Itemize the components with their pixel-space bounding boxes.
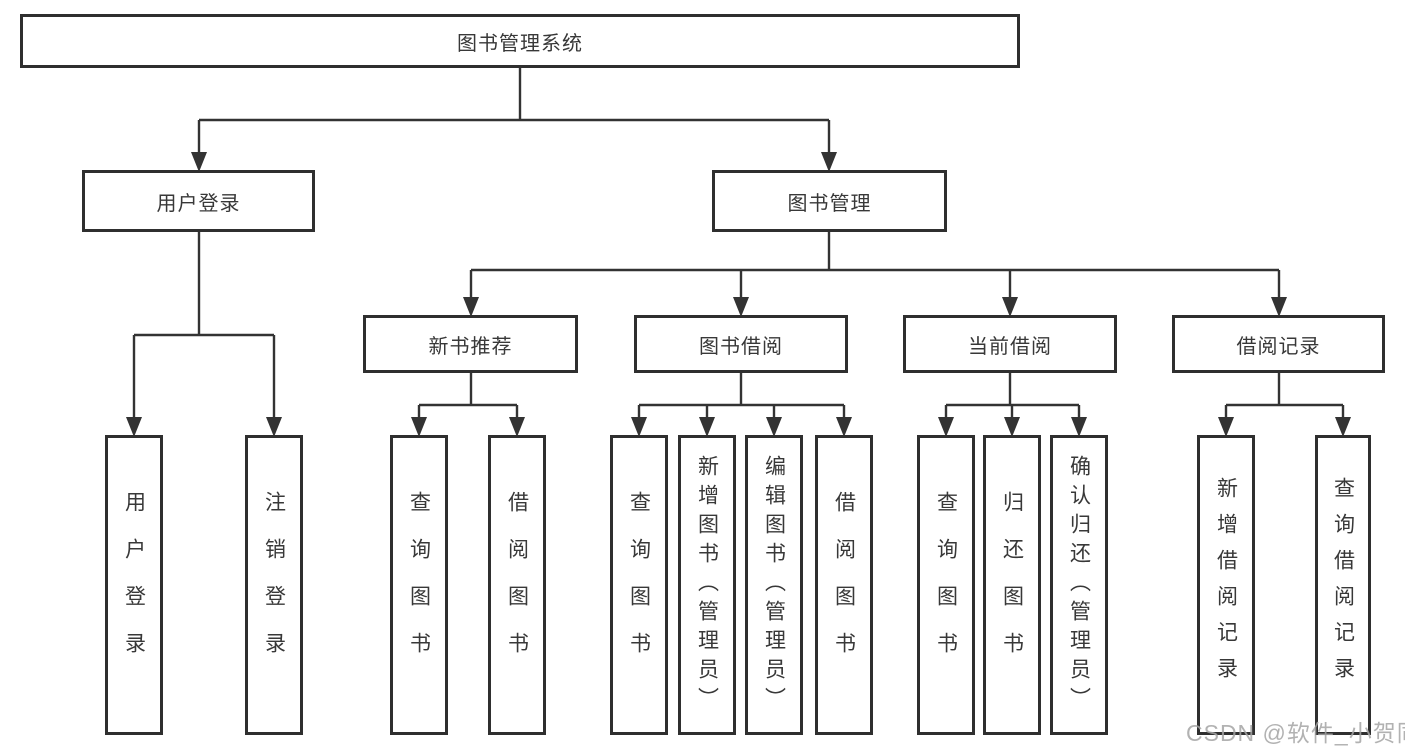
arrowhead-icon [1002,297,1018,317]
leaf-return-books: 归还图书 [983,435,1041,735]
leaf-label: 查询图书 [407,491,431,679]
branch-book-borrow [631,373,852,437]
leaf-query-books-2: 查询图书 [610,435,668,735]
node-label: 图书借阅 [699,335,783,358]
leaf-label: 查询图书 [627,491,651,679]
leaf-add-borrow-record: 新增借阅记录 [1197,435,1255,735]
node-label: 用户登录 [156,192,241,215]
node-user-login: 用户登录 [82,170,315,232]
node-system-root: 图书管理系统 [20,14,1020,68]
leaf-label: 注销登录 [262,491,286,679]
leaf-query-borrow-record: 查询借阅记录 [1315,435,1371,735]
arrowhead-icon [836,417,852,437]
branch-root [191,68,837,172]
leaf-user-login: 用户登录 [105,435,163,735]
arrowhead-icon [463,297,479,317]
branch-current-borrow [938,373,1087,437]
leaf-confirm-return-admin: 确认归还（管理员） [1050,435,1108,735]
arrowhead-icon [126,417,142,437]
branch-borrow-record [1218,373,1351,437]
arrowhead-icon [191,152,207,172]
arrowhead-icon [509,417,525,437]
leaf-query-books-3: 查询图书 [917,435,975,735]
branch-book-mgmt [463,232,1287,317]
leaf-add-books-admin: 新增图书（管理员） [678,435,736,735]
arrowhead-icon [699,417,715,437]
node-book-mgmt: 图书管理 [712,170,947,232]
leaf-label: 借阅图书 [505,491,529,679]
leaf-borrow-books-2: 借阅图书 [815,435,873,735]
leaf-label: 确认归还（管理员） [1067,454,1091,716]
leaf-label: 新增图书（管理员） [695,454,719,716]
arrowhead-icon [266,417,282,437]
node-label: 图书管理 [787,192,872,215]
node-label: 图书管理系统 [457,32,583,55]
arrowhead-icon [1335,417,1351,437]
arrowhead-icon [1071,417,1087,437]
leaf-label: 查询图书 [934,491,958,679]
node-book-borrow: 图书借阅 [634,315,848,373]
node-borrow-record: 借阅记录 [1172,315,1385,373]
arrowhead-icon [766,417,782,437]
leaf-borrow-books-1: 借阅图书 [488,435,546,735]
arrowhead-icon [821,152,837,172]
leaf-query-books-1: 查询图书 [390,435,448,735]
leaf-label: 归还图书 [1000,491,1024,679]
node-new-book-rec: 新书推荐 [363,315,578,373]
branch-user-login [126,232,282,437]
csdn-watermark: CSDN @软件_小贺同学 [1186,720,1405,746]
leaf-label: 用户登录 [122,491,146,679]
arrowhead-icon [411,417,427,437]
node-label: 当前借阅 [968,335,1052,358]
arrowhead-icon [631,417,647,437]
leaf-edit-books-admin: 编辑图书（管理员） [745,435,803,735]
leaf-label: 借阅图书 [832,491,856,679]
arrowhead-icon [938,417,954,437]
node-current-borrow: 当前借阅 [903,315,1117,373]
branch-new-book [411,373,525,437]
arrowhead-icon [733,297,749,317]
node-label: 借阅记录 [1236,335,1321,358]
leaf-label: 编辑图书（管理员） [762,454,786,716]
node-label: 新书推荐 [428,335,513,358]
arrowhead-icon [1271,297,1287,317]
leaf-label: 查询借阅记录 [1331,477,1355,693]
arrowhead-icon [1218,417,1234,437]
arrowhead-icon [1004,417,1020,437]
leaf-logout: 注销登录 [245,435,303,735]
leaf-label: 新增借阅记录 [1214,477,1238,693]
